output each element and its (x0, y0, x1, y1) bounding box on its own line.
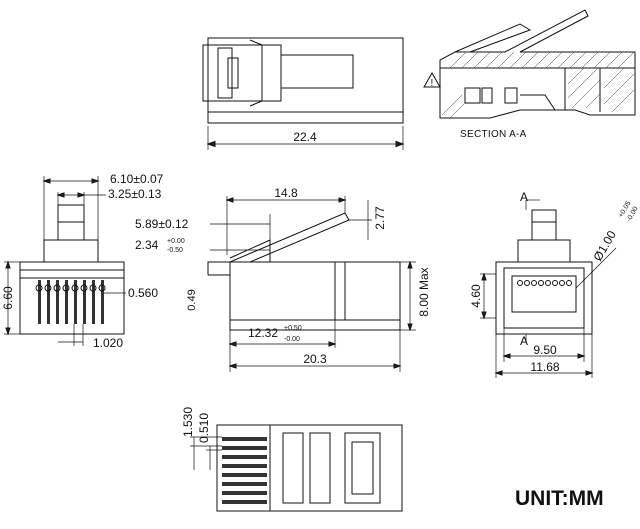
front-pin-height: 0.560 (128, 286, 158, 300)
front-tab-width: 3.25±0.13 (108, 187, 162, 201)
section-hatch (441, 51, 635, 119)
unit-label: UNIT:MM (515, 487, 604, 510)
side-latch-tol-upper: +0.00 (167, 238, 185, 245)
bottom-view: 1.530 0.510 (181, 407, 403, 512)
side-latch-angle: 2.77 (373, 206, 387, 230)
side-left-height: 0.49 (186, 289, 198, 310)
side-length-top: 14.8 (274, 186, 298, 200)
side-latch-tol-lower: -0.50 (167, 247, 183, 254)
rear-inner-width: 9.50 (533, 343, 557, 357)
rear-hole: Ø1.00 (590, 228, 619, 264)
side-entry-tol-upper: +0.50 (284, 325, 302, 332)
front-pitch: 1.020 (93, 336, 123, 350)
rear-height: 4.60 (469, 284, 483, 308)
front-view: 6.10±0.07 3.25±0.13 6.60 0.560 1.020 (1, 172, 164, 350)
side-total-length: 20.3 (303, 352, 327, 366)
section-view: ! SECTION A-A (423, 9, 636, 140)
section-label: SECTION A-A (460, 129, 527, 140)
bottom-slot-b: 0.510 (197, 413, 211, 443)
side-entry-tol-lower: -0.00 (284, 336, 300, 343)
top-view-width: 22.4 (293, 130, 317, 144)
side-view: 14.8 5.89±0.12 2.34 +0.00 -0.50 2.77 0.4… (135, 186, 431, 372)
side-height-max: 8.00 Max (417, 267, 431, 316)
side-latch-main: 2.34 (135, 238, 159, 252)
bottom-slot-a: 1.530 (181, 407, 195, 437)
rear-view: A A Ø1.00 +0.05 -0.00 4.60 9.50 11.68 (469, 190, 640, 378)
rear-marker-top: A (520, 190, 528, 204)
rear-outer-width: 11.68 (530, 360, 559, 374)
rear-contacts (517, 280, 572, 286)
side-entry-main: 12.32 (248, 326, 278, 340)
front-contacts (35, 280, 106, 324)
front-pin-width: 6.10±0.07 (110, 172, 164, 186)
top-view: 22.4 (202, 37, 405, 150)
warning-icon: ! (430, 78, 433, 89)
front-height: 6.60 (1, 286, 15, 310)
rear-marker-bottom: A (520, 334, 528, 348)
bottom-contacts (222, 437, 267, 504)
side-tab-offset: 5.89±0.12 (135, 217, 189, 231)
